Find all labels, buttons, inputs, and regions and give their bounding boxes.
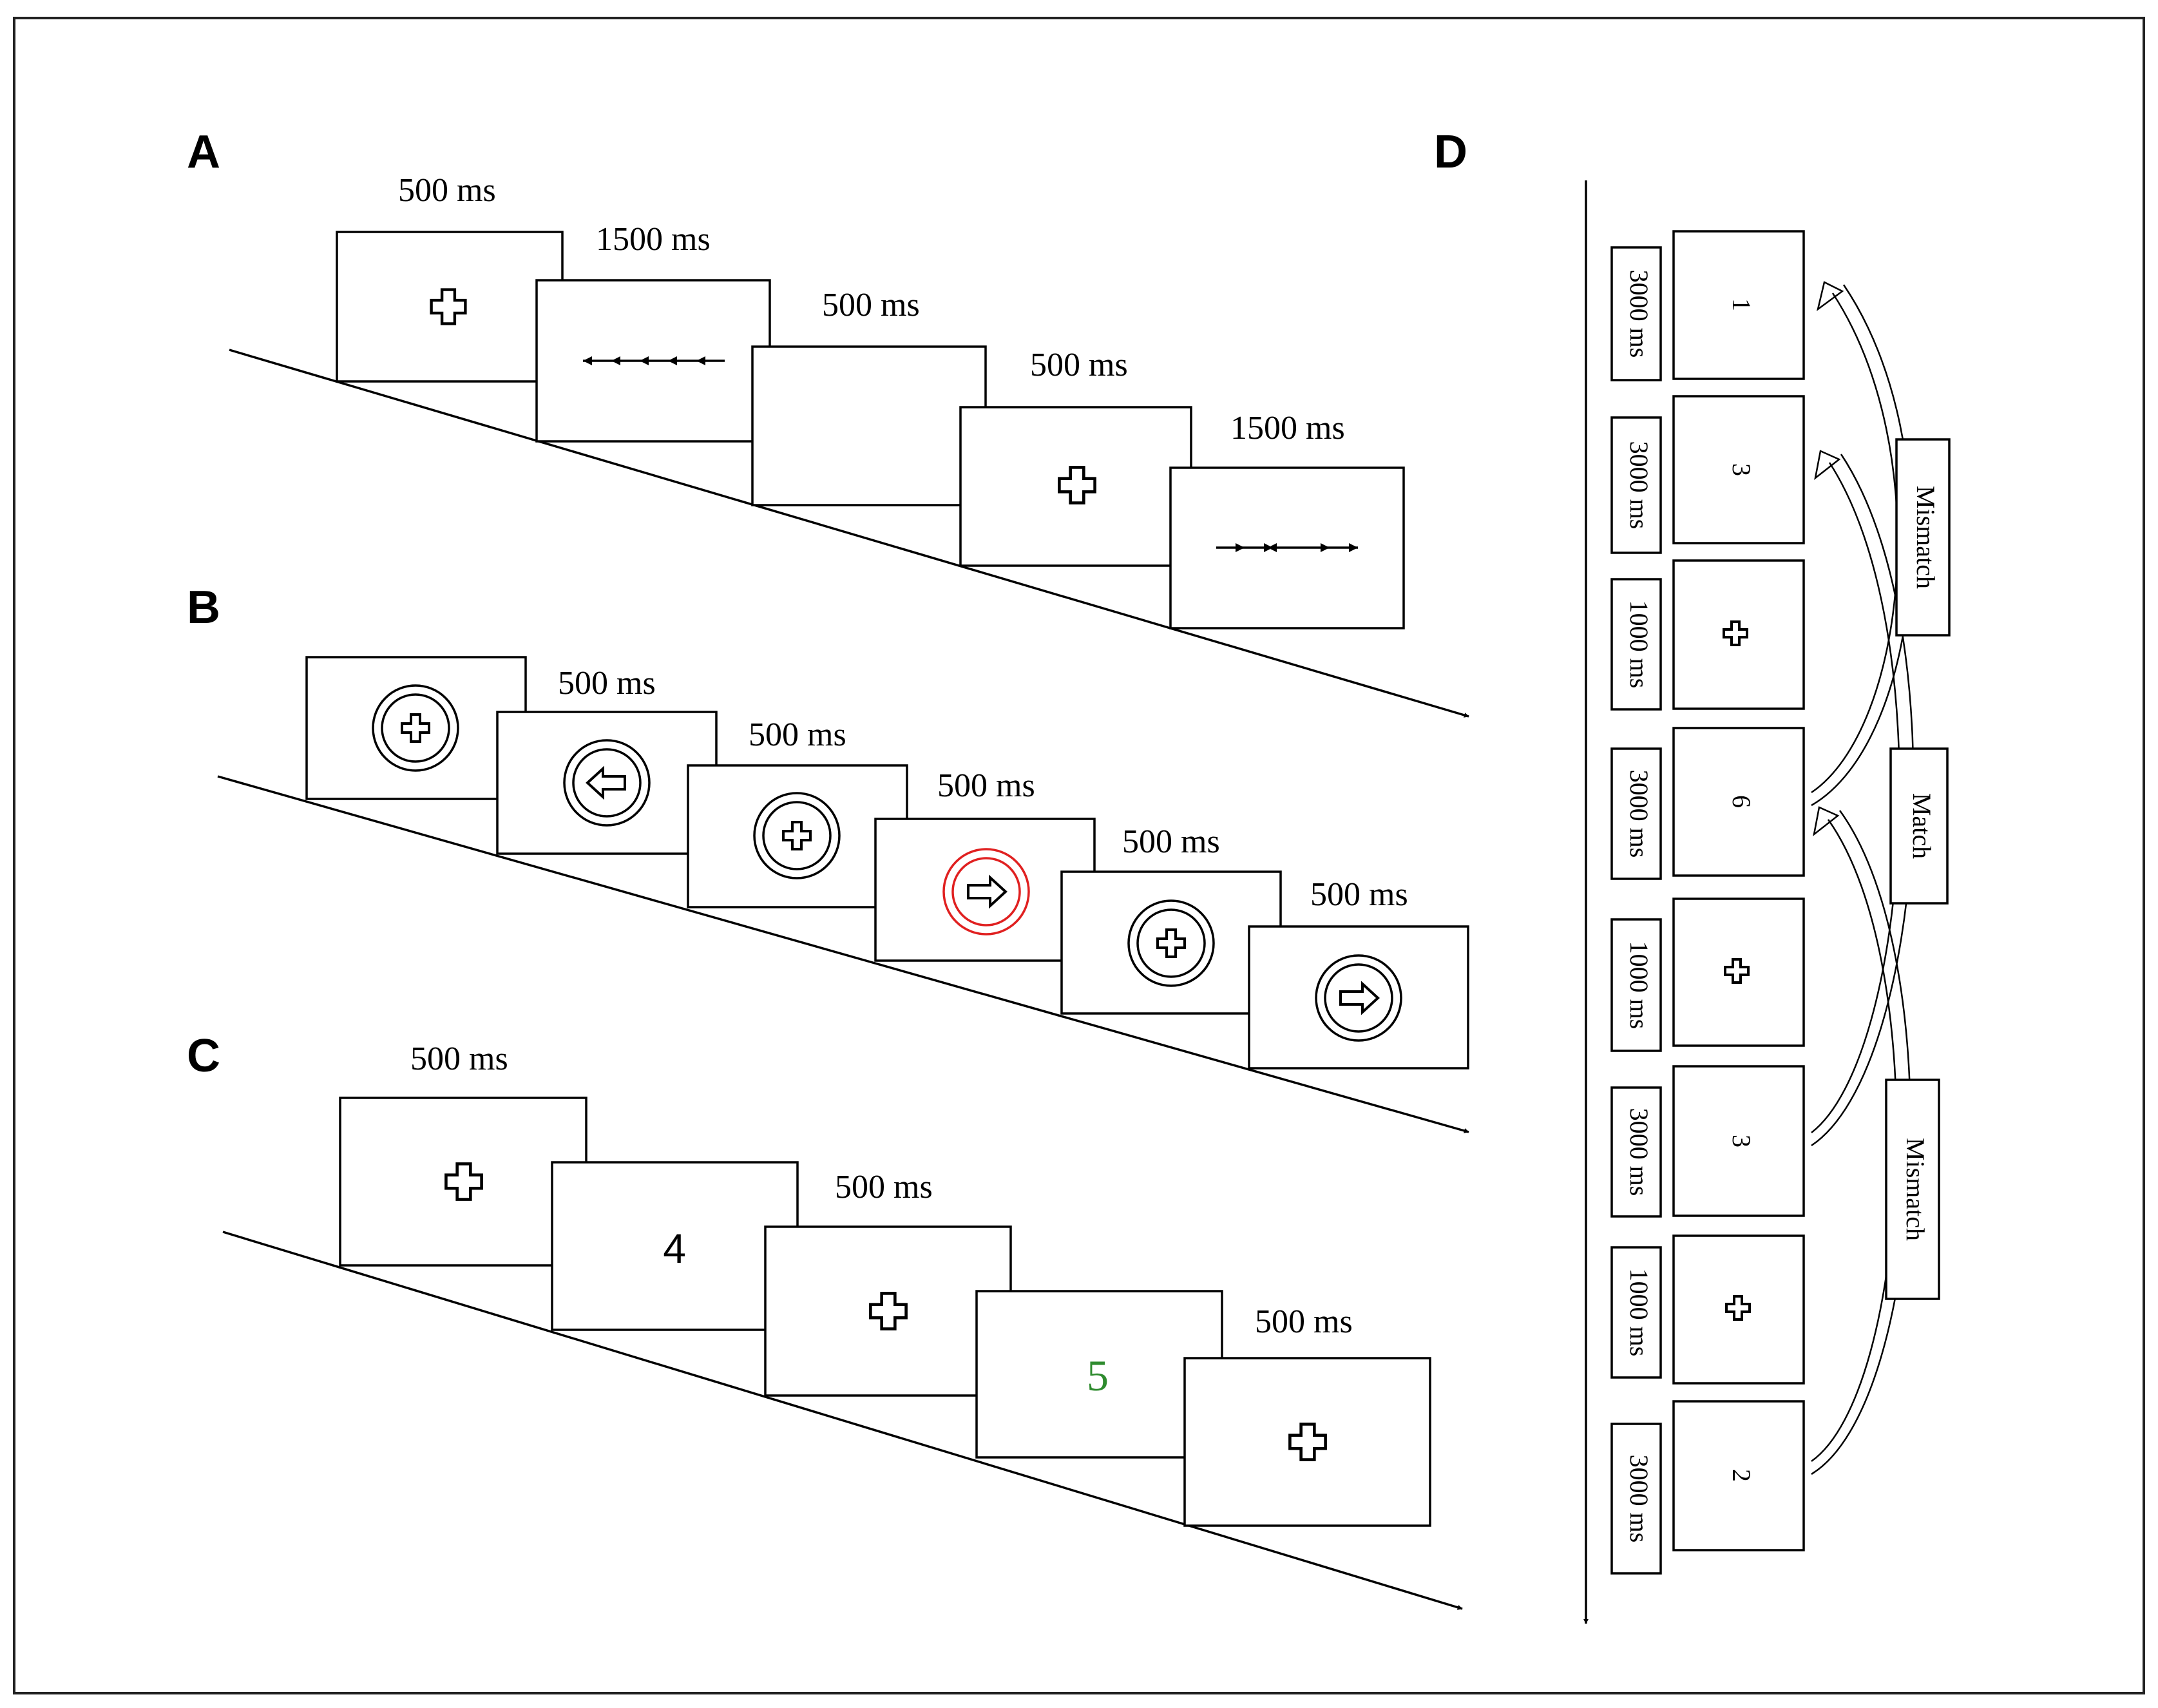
panel-b-duration-3: 500 ms [937,767,1035,804]
cross-icon [1725,1295,1751,1321]
arrows-left-icon [583,356,725,365]
panel-d-label-2: Match [1907,793,1936,859]
panel-a-duration-1: 500 ms [398,172,496,209]
panel-b-duration-5: 500 ms [1310,876,1408,913]
panel-d-digit-2: 3 [1727,463,1756,476]
panel-d-time-3: 1000 ms [1625,600,1654,689]
panel-d-time-box-6 [1610,1086,1662,1218]
panel-d-time-1: 3000 ms [1625,270,1654,358]
panel-b-letter: B [187,582,220,633]
panel-d-time-box-3 [1610,578,1662,711]
panel-c-time-axis [222,1231,1463,1610]
panel-d-screen-6 [1672,1065,1805,1217]
panel-d-time-2: 3000 ms [1625,441,1654,530]
panel-b-duration-1: 500 ms [558,665,656,702]
panel-c: C 4 5 500 ms 500 ms 500 ms [187,1030,1463,1610]
cross-icon [430,288,467,325]
panel-c-digit-1: 4 [663,1225,686,1272]
panel-c-duration-3: 500 ms [1255,1303,1353,1340]
panel-d-screen-8 [1672,1400,1805,1551]
cross-icon [1288,1423,1327,1461]
cross-in-circle-icon [1127,899,1215,987]
cross-icon [1723,620,1748,646]
panel-a-duration-5: 1500 ms [1230,410,1345,446]
panel-d-label-box-1 [1895,438,1951,637]
panel-c-digit-screen-1 [551,1161,799,1331]
panel-d: D 3000 ms 3000 ms 1000 ms 3000 ms 1000 m… [1434,126,1951,1624]
panel-d-label-box-3 [1885,1079,1940,1300]
panel-d-digit-8: 2 [1727,1469,1756,1482]
panel-d-time-box-2 [1610,416,1662,554]
cross-icon [1058,466,1096,504]
panel-d-time-4: 3000 ms [1625,770,1654,858]
panel-d-letter: D [1434,126,1467,178]
panel-b: B 5 [187,582,1469,1133]
panel-d-time-box-4 [1610,747,1662,880]
cross-in-circle-icon [372,684,459,772]
cross-in-circle-icon [753,792,841,879]
panel-d-digit-6: 3 [1727,1135,1756,1147]
panel-b-screen-4 [874,818,1096,962]
right-arrow-in-red-circle-icon [942,848,1030,936]
panel-d-digit-4: 6 [1727,795,1756,808]
panel-b-duration-4: 500 ms [1122,823,1220,860]
panel-d-label-1: Mismatch [1911,486,1940,589]
panel-c-digit-2: 5 [1087,1351,1109,1400]
panel-c-digit-screen-2 [975,1290,1223,1459]
panel-a-blank-screen [751,345,987,506]
cross-icon [869,1292,908,1330]
panel-a-duration-4: 500 ms [1030,347,1128,383]
panel-b-duration-2: 500 ms [749,716,846,753]
panel-b-time-axis [217,775,1469,1133]
panel-d-label-box-2 [1889,747,1949,905]
left-arrow-in-circle-icon [563,739,651,827]
panel-a-flanker-screen-right [1169,466,1405,629]
cross-icon [444,1162,483,1201]
panel-d-time-8: 3000 ms [1625,1455,1654,1543]
panel-d-time-6: 3000 ms [1625,1108,1654,1196]
arrows-incongruent-icon [1216,543,1358,552]
panel-d-screen-2 [1672,395,1805,544]
panel-d-time-box-5 [1610,918,1662,1052]
cross-icon [1724,958,1750,984]
panel-d-time-box-8 [1610,1423,1662,1575]
panel-d-time-5: 1000 ms [1625,941,1654,1030]
panel-c-duration-1: 500 ms [410,1041,508,1077]
panel-c-letter: C [187,1030,220,1082]
panel-d-digit-1: 1 [1727,298,1756,311]
panel-d-screen-1 [1672,230,1805,380]
panel-d-label-3: Mismatch [1901,1138,1930,1241]
panel-a-letter: A [187,126,220,178]
right-arrow-in-circle-icon [1315,954,1402,1042]
panel-a: A 500 ms 1500 ms 500 ms 500 ms 1500 ms [187,126,1469,718]
panel-d-time-7: 1000 ms [1625,1269,1654,1357]
panel-d-screen-4 [1672,727,1805,877]
panel-a-time-axis [229,349,1469,718]
panel-a-duration-3: 500 ms [822,287,920,323]
panel-d-time-box-7 [1610,1246,1662,1379]
panel-a-duration-2: 1500 ms [596,221,711,258]
panel-d-time-box-1 [1610,246,1662,381]
panel-c-duration-2: 500 ms [835,1169,933,1205]
